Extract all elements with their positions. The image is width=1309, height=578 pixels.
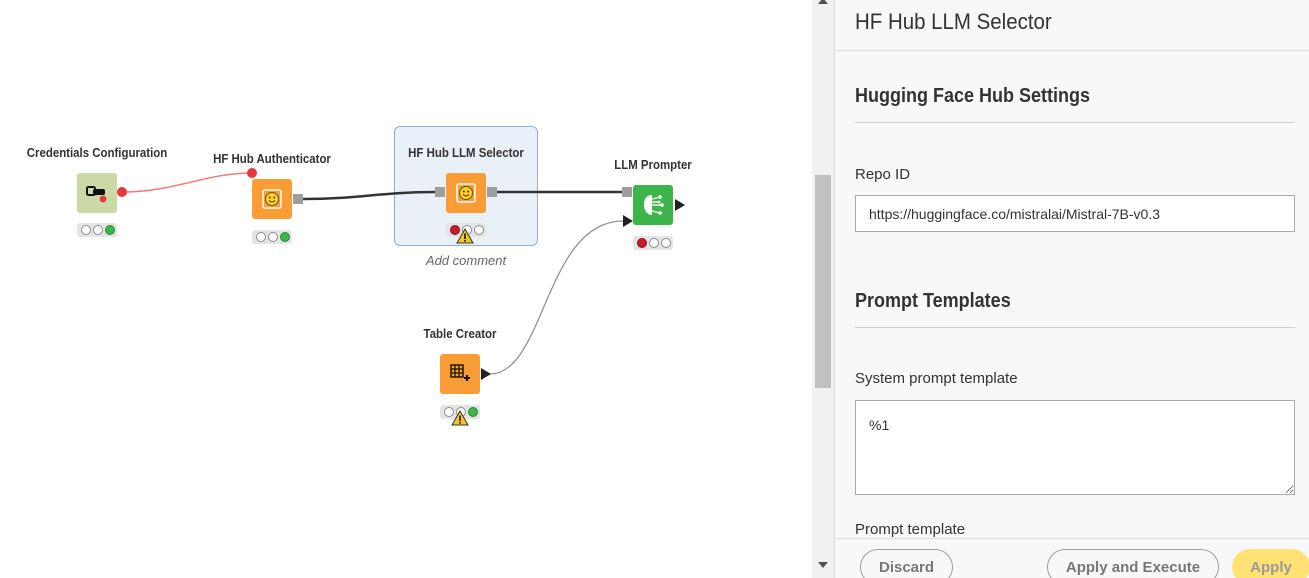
prompter-output-port-icon[interactable] [674, 199, 686, 211]
node-title-llm-selector: HF Hub LLM Selector [408, 145, 524, 160]
llm-prompter-status [633, 236, 673, 250]
table-creator-node[interactable] [440, 354, 480, 394]
prompter-model-input-port[interactable] [622, 187, 632, 197]
apply-button[interactable]: Apply [1232, 549, 1309, 578]
repo-id-input[interactable] [855, 195, 1295, 232]
status-light-red [81, 225, 91, 235]
status-light-red [637, 238, 647, 248]
credentials-status [77, 223, 117, 237]
status-light-green [468, 407, 478, 417]
table-wire[interactable] [489, 220, 624, 375]
node-title-llm-prompter: LLM Prompter [614, 157, 692, 172]
section-title-hub-settings: Hugging Face Hub Settings [855, 85, 1091, 107]
status-light-green [661, 238, 671, 248]
panel-title: HF Hub LLM Selector [855, 9, 1052, 34]
llm-prompter-node[interactable] [633, 185, 673, 225]
scrollbar-thumb[interactable] [815, 175, 831, 388]
node-title-credentials: Credentials Configuration [26, 145, 168, 160]
warning-icon [456, 228, 474, 244]
hugging-face-icon [456, 183, 476, 203]
canvas-scrollbar[interactable] [812, 0, 834, 578]
authenticator-input-port-icon[interactable] [246, 167, 258, 179]
authenticator-node[interactable] [252, 179, 292, 219]
llm-selector-node[interactable] [446, 173, 486, 213]
status-light-red [450, 225, 460, 235]
status-light-red [256, 232, 266, 242]
section-title-prompt-templates: Prompt Templates [855, 290, 1011, 312]
authenticator-status [252, 230, 292, 244]
connection-wires [121, 172, 633, 375]
hugging-face-icon [262, 189, 282, 209]
credentials-key-icon [86, 186, 107, 203]
node-title-authenticator: HF Hub Authenticator [213, 151, 331, 166]
system-prompt-textarea[interactable]: %1 [855, 400, 1295, 495]
credentials-wire[interactable] [121, 172, 253, 193]
authenticator-output-port[interactable] [293, 194, 303, 204]
credentials-output-port-icon[interactable] [116, 186, 128, 198]
table-plus-icon [450, 364, 470, 381]
section-divider [855, 327, 1295, 328]
scroll-up-icon[interactable] [818, 0, 828, 4]
brain-network-icon [644, 195, 664, 215]
status-light-yellow [649, 238, 659, 248]
table-input-port-icon[interactable] [623, 215, 633, 227]
status-light-green [105, 225, 115, 235]
status-light-green [280, 232, 290, 242]
model-wire-authenticator-selector[interactable] [302, 190, 436, 201]
status-light-yellow [93, 225, 103, 235]
warning-icon [451, 410, 469, 426]
panel-footer: Discard Apply and Execute Apply [835, 538, 1309, 578]
section-divider [855, 122, 1295, 123]
system-prompt-label: System prompt template [855, 370, 1018, 387]
node-title-table-creator: Table Creator [423, 326, 497, 341]
status-light-red [444, 407, 454, 417]
workflow-canvas[interactable]: Credentials Configuration HF Hub Authent… [0, 0, 812, 578]
repo-id-label: Repo ID [855, 166, 911, 183]
selector-output-port[interactable] [487, 187, 497, 197]
add-comment-link[interactable]: Add comment [425, 253, 507, 268]
status-light-green [474, 225, 484, 235]
credentials-node[interactable] [77, 173, 117, 213]
scroll-down-icon[interactable] [818, 562, 828, 568]
selector-input-port[interactable] [435, 187, 445, 197]
prompt-template-label: Prompt template [855, 521, 966, 538]
status-light-yellow [268, 232, 278, 242]
panel-header: HF Hub LLM Selector [835, 0, 1309, 51]
discard-button[interactable]: Discard [860, 549, 953, 578]
table-output-port-icon[interactable] [480, 368, 492, 380]
node-config-panel: HF Hub LLM Selector Hugging Face Hub Set… [834, 0, 1309, 578]
apply-and-execute-button[interactable]: Apply and Execute [1047, 549, 1219, 578]
